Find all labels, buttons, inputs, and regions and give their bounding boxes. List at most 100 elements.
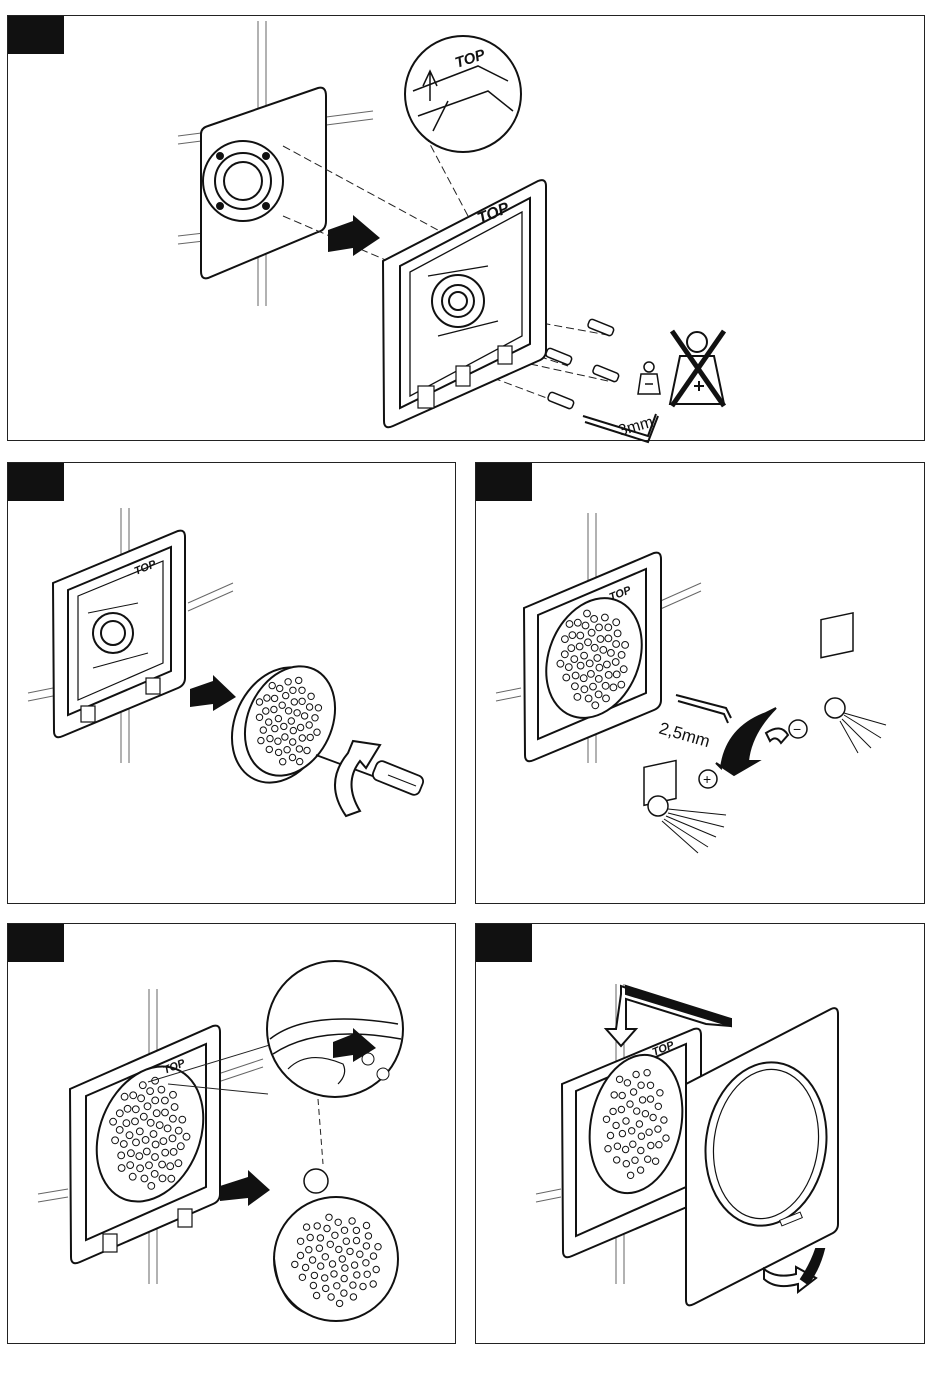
nozzle [160, 1138, 167, 1145]
nozzle [266, 719, 272, 725]
nozzle [306, 704, 312, 710]
nozzle [309, 1257, 315, 1263]
nozzle [153, 1110, 160, 1117]
nozzle [256, 699, 262, 705]
nozzle [648, 1142, 654, 1148]
allen-key-icon [676, 695, 731, 723]
nozzle [280, 759, 286, 765]
nozzle [623, 1118, 629, 1124]
nozzle [123, 1120, 130, 1127]
nozzle [133, 1139, 140, 1146]
nozzle [591, 644, 598, 651]
push-arrow-icon [606, 986, 731, 1046]
nozzle [138, 1095, 145, 1102]
nozzle [272, 725, 278, 731]
nozzle [586, 660, 593, 667]
mounting-frame-icon [524, 553, 661, 762]
nozzle [618, 1106, 624, 1112]
nozzle [170, 1115, 177, 1122]
nozzle [322, 1254, 328, 1260]
nozzle [638, 1133, 644, 1139]
nozzle [177, 1143, 184, 1150]
nozzle [148, 1183, 155, 1190]
nozzle [171, 1104, 178, 1111]
nozzle [290, 687, 296, 693]
nozzle [365, 1233, 371, 1239]
nozzle [271, 706, 277, 712]
nozzle [605, 624, 612, 631]
nozzle [574, 694, 581, 701]
nozzle [307, 734, 313, 740]
nozzle [634, 1108, 640, 1114]
push-arrow-icon [328, 215, 380, 256]
step-3-illustration: TOP 2,5mm − + [476, 463, 926, 905]
nozzle [296, 677, 302, 683]
nozzle [610, 684, 617, 691]
nozzle [170, 1091, 177, 1098]
nozzle [136, 1128, 143, 1135]
nozzle [336, 1246, 342, 1252]
nozzle [636, 1121, 642, 1127]
nozzle [331, 1271, 337, 1277]
nozzle [572, 683, 579, 690]
nozzle [638, 1082, 644, 1088]
nozzle [291, 699, 297, 705]
plus-label: + [703, 771, 711, 787]
nozzle [289, 754, 295, 760]
nozzle [576, 643, 583, 650]
nozzle [116, 1127, 123, 1134]
nozzle [264, 695, 270, 701]
nozzle [302, 1264, 308, 1270]
nozzle [129, 1173, 136, 1180]
nozzle [150, 1131, 157, 1138]
nozzle [329, 1261, 335, 1267]
nozzle [271, 695, 277, 701]
nozzle [290, 727, 296, 733]
nozzle [561, 651, 568, 658]
nozzle [574, 619, 581, 626]
step-5-illustration: TOP [476, 924, 926, 1345]
no-load-icon [670, 331, 724, 406]
nozzle [327, 1241, 333, 1247]
nozzle [110, 1118, 117, 1125]
nozzle [350, 1294, 356, 1300]
nozzle [152, 1141, 159, 1148]
nozzle [605, 635, 612, 642]
nozzle [612, 659, 619, 666]
mounting-frame-icon [53, 531, 185, 738]
nozzle [306, 722, 312, 728]
nozzle [328, 1294, 334, 1300]
nozzle [627, 1172, 633, 1178]
nozzle [613, 641, 620, 648]
nozzle [645, 1156, 651, 1162]
nozzle [354, 1272, 360, 1278]
nozzle [267, 735, 273, 741]
nozzle [120, 1141, 127, 1148]
nozzle [350, 1282, 356, 1288]
nozzle [142, 1137, 149, 1144]
nozzle [277, 685, 283, 691]
nozzle [341, 1275, 347, 1281]
nozzle [118, 1165, 125, 1172]
nozzle [644, 1070, 650, 1076]
nozzle [342, 1265, 348, 1271]
nozzle [613, 1122, 619, 1128]
nozzle [629, 1128, 635, 1134]
nozzle [357, 1251, 363, 1257]
nozzle [324, 1225, 330, 1231]
nozzle [370, 1281, 376, 1287]
nozzle [169, 1135, 176, 1142]
nozzle [603, 695, 610, 702]
nozzle [595, 691, 602, 698]
nozzle [151, 1171, 158, 1178]
nozzle [127, 1162, 134, 1169]
nozzle [590, 683, 597, 690]
nozzle [349, 1218, 355, 1224]
nozzle [577, 662, 584, 669]
nozzle [600, 647, 607, 654]
nozzle [162, 1097, 169, 1104]
nozzle [279, 702, 285, 708]
nozzle [288, 718, 294, 724]
nozzle [624, 1080, 630, 1086]
nozzle [175, 1160, 182, 1167]
